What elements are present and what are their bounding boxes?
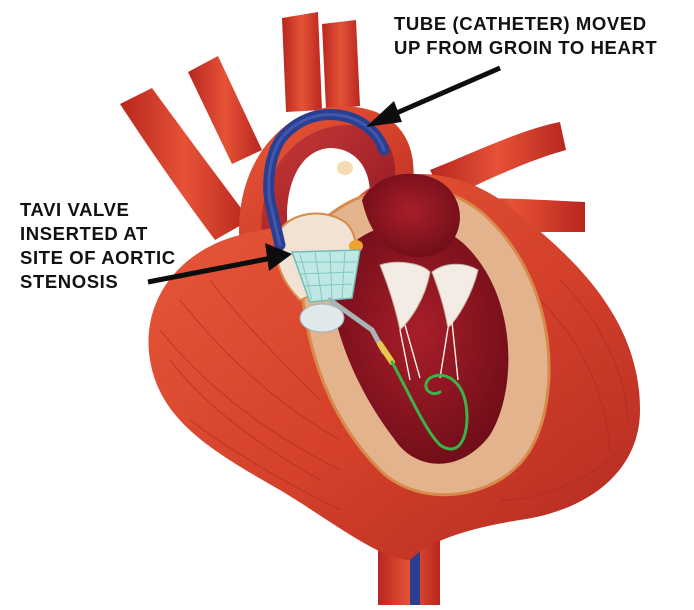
arrow-catheter [366, 68, 500, 127]
catheter-annotation: TUBE (CATHETER) MOVED UP FROM GROIN TO H… [394, 12, 657, 60]
branch-vessel-1 [188, 56, 262, 164]
branch-vessel-3 [322, 20, 360, 110]
coronary-ostium-2 [337, 161, 353, 175]
valve-annotation-line-3: SITE OF AORTIC [20, 246, 176, 270]
valve-annotation-line-4: STENOSIS [20, 270, 176, 294]
valve-annotation-line-2: INSERTED AT [20, 222, 176, 246]
valve-annotation-line-1: TAVI VALVE [20, 198, 176, 222]
catheter-annotation-line-1: TUBE (CATHETER) MOVED [394, 12, 657, 36]
valve-annotation: TAVI VALVE INSERTED AT SITE OF AORTIC ST… [20, 198, 176, 294]
catheter-annotation-line-2: UP FROM GROIN TO HEART [394, 36, 657, 60]
branch-vessel-2 [282, 12, 322, 112]
